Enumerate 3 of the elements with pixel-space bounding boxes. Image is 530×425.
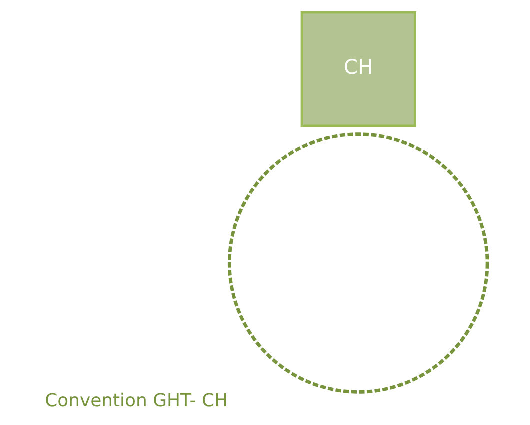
node-box: CH bbox=[300, 12, 416, 127]
node-circle bbox=[227, 132, 489, 394]
node-label: Convention GHT- CH bbox=[44, 390, 228, 412]
